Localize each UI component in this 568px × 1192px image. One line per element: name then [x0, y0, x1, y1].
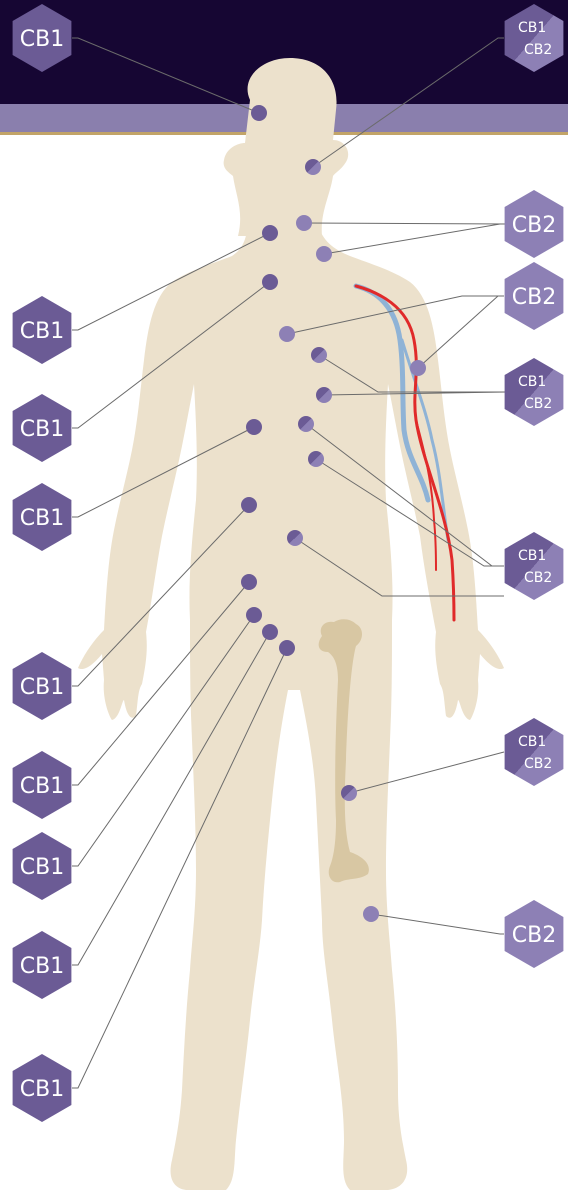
receptor-dot-bone [341, 785, 357, 801]
receptor-dot-reproductive-1 [241, 574, 257, 590]
receptor-dot-neck-upper [296, 215, 312, 231]
receptor-dot-knee [363, 906, 379, 922]
badge-label-cb2: CB2 [524, 570, 552, 586]
receptor-dot-kidney [241, 497, 257, 513]
badge-label-cb2: CB2 [512, 285, 556, 310]
receptor-dot-reproductive-2 [246, 607, 262, 623]
receptor-dot-reproductive-4 [279, 640, 295, 656]
receptor-dot-intestine [308, 451, 324, 467]
receptor-badge-reproductive-3: CB1 [13, 931, 72, 999]
receptor-badge-knee: CB2 [505, 900, 564, 968]
receptor-badge-reproductive-1: CB1 [13, 751, 72, 819]
badge-label-cb1: CB1 [20, 27, 64, 52]
badge-label-cb1: CB1 [518, 548, 546, 564]
leader-line-knee [371, 914, 504, 934]
receptor-dot-pancreas [298, 416, 314, 432]
badge-label-cb2: CB2 [524, 396, 552, 412]
receptor-dot-thymus [279, 326, 295, 342]
badge-label-cb1: CB1 [20, 417, 64, 442]
badge-label-cb1: CB1 [20, 506, 64, 531]
receptor-badge-reproductive-4: CB1 [13, 1054, 72, 1122]
receptor-dot-liver [246, 419, 262, 435]
receptor-dot-heart [311, 347, 327, 363]
receptor-dot-upper-chest [262, 225, 278, 241]
badge-label-cb1: CB1 [518, 734, 546, 750]
receptor-dot-neck-lower [316, 246, 332, 262]
hexagon-shape [505, 718, 564, 786]
hexagon-shape [505, 358, 564, 426]
badge-label-cb2: CB2 [512, 923, 556, 948]
receptor-badge-liver: CB1 [13, 483, 72, 551]
badge-label-cb1: CB1 [20, 774, 64, 799]
leader-line-neck-upper [304, 223, 522, 224]
badge-label-cb1: CB1 [20, 954, 64, 979]
leader-line-neck-lower [324, 224, 504, 254]
badge-label-cb1: CB1 [20, 675, 64, 700]
receptor-badge-kidney: CB1 [13, 652, 72, 720]
badge-label-cb1: CB1 [20, 319, 64, 344]
receptor-badge-reproductive-2: CB1 [13, 832, 72, 900]
badge-label-cb2: CB2 [524, 756, 552, 772]
receptor-dot-arm-vessels [410, 360, 426, 376]
badge-label-cb1: CB1 [20, 1077, 64, 1102]
receptor-dot-chest [262, 274, 278, 290]
badge-label-cb1: CB1 [20, 855, 64, 880]
badge-label-cb1: CB1 [518, 374, 546, 390]
receptor-badge-thymus: CB2 [505, 262, 564, 330]
badge-label-cb2: CB2 [512, 213, 556, 238]
receptor-dot-reproductive-3 [262, 624, 278, 640]
receptor-dot-brain [251, 105, 267, 121]
hexagon-shape [505, 532, 564, 600]
receptor-dot-stomach [316, 387, 332, 403]
badge-label-cb2: CB2 [524, 42, 552, 58]
receptor-badge-upper-chest: CB1 [13, 296, 72, 364]
human-body [78, 58, 504, 1190]
receptor-dot-abdomen [287, 530, 303, 546]
torso [78, 225, 504, 1190]
receptor-badge-neck-upper: CB2 [505, 190, 564, 258]
receptor-dot-brain-stem [305, 159, 321, 175]
badge-label-cb1: CB1 [518, 20, 546, 36]
receptor-badge-chest: CB1 [13, 394, 72, 462]
